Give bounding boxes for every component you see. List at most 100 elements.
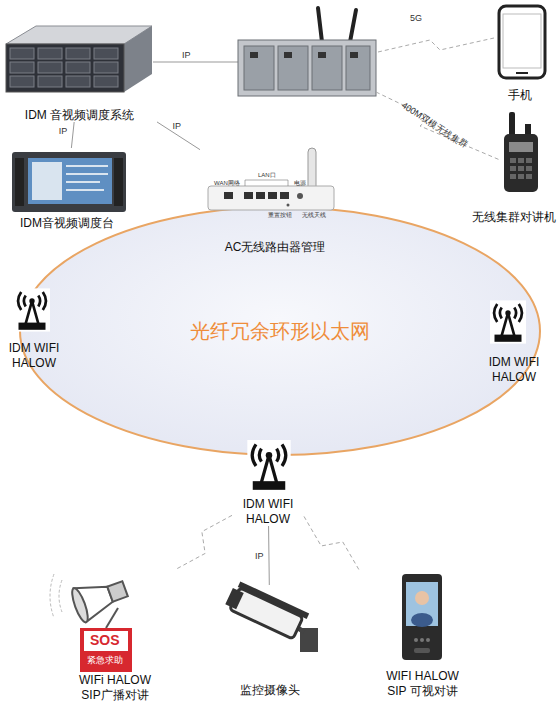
intercom-illustration: [402, 574, 442, 660]
device-node: IDM WIFI HALOW: [0, 286, 68, 370]
ip-link: [268, 526, 270, 585]
screen-line: [66, 189, 104, 191]
sound-wave: [50, 574, 54, 618]
edge-label: IP: [59, 127, 68, 136]
sos-window: [84, 631, 128, 651]
drive-bay: [94, 76, 118, 87]
radio-illustration: [504, 112, 538, 192]
camera-body: [229, 588, 303, 639]
device-node: 监控摄像头: [215, 585, 325, 697]
node-label: WIFI HALOW SIP 可视对讲: [378, 669, 468, 698]
lan-port: [244, 192, 253, 199]
device-node: IDM WIFI HALOW: [232, 436, 304, 526]
screen-line: [66, 165, 108, 167]
drive-bay: [66, 76, 90, 87]
node-label: IDM音视频调度台: [20, 216, 114, 230]
console-body: [12, 152, 126, 212]
node-label: 手机: [508, 88, 532, 102]
device-node: IDM 音视频调度系统: [2, 22, 157, 122]
device-node: AC无线路由器管理: [200, 142, 350, 254]
radio-antenna: [509, 112, 515, 138]
gateway-chassis: [238, 40, 376, 96]
device-node: 无线集群对讲机: [470, 108, 558, 224]
horn: [69, 572, 131, 624]
call-button: [414, 648, 430, 653]
server-front: [6, 44, 124, 92]
node-label: IDM WIFI HALOW: [480, 355, 548, 384]
radio-knob: [525, 124, 531, 136]
wan-port: [224, 192, 233, 199]
edge-label: IP: [173, 122, 182, 131]
horn-mouth: [69, 587, 91, 624]
radio-screen: [509, 142, 533, 152]
node-label: IDM 音视频调度系统: [25, 108, 134, 122]
device-node: WIFI HALOW SIP 可视对讲: [360, 568, 485, 698]
server-top: [6, 26, 152, 44]
drive-bay: [66, 62, 90, 73]
console-handle: [114, 158, 123, 206]
wireless-link: [304, 516, 360, 571]
grille-dot: [426, 638, 430, 642]
edge-label: IP: [255, 552, 264, 561]
radio-key: [526, 158, 532, 163]
antenna: [350, 10, 356, 42]
wireless-link: [175, 515, 232, 569]
annotation-label: 无线天线: [302, 212, 326, 219]
drive-bay: [38, 48, 62, 59]
ring-title: 光纤冗余环形以太网: [190, 319, 370, 343]
router-illustration: [208, 148, 334, 210]
antenna: [318, 8, 322, 42]
server-side: [124, 26, 152, 92]
radio-key: [510, 166, 516, 171]
gateway-module: [346, 46, 370, 90]
ring-ellipse: [20, 207, 540, 455]
node-label: WIFi HALOW SIP广播对讲: [71, 673, 159, 702]
intercom-body: [402, 574, 442, 660]
horn-cone: [74, 577, 116, 622]
device-node: IDM WIFI HALOW: [476, 296, 552, 384]
screen-panel: [32, 162, 62, 200]
radio-key: [518, 166, 524, 171]
radio-key: [526, 174, 532, 179]
gateway-module: [278, 46, 308, 90]
radio-key: [510, 158, 516, 163]
annotation-label: 5G: [410, 14, 422, 24]
annotation-label: WAN网络: [214, 180, 240, 187]
bracket: [245, 180, 288, 186]
sos-sign: [80, 628, 132, 672]
annotation-label: LAN口: [258, 172, 276, 179]
grille-dot: [420, 638, 424, 642]
annotation-label: 400M双模无线集群: [399, 101, 469, 151]
radio-key: [518, 174, 524, 179]
horn-pole: [106, 608, 118, 628]
port: [318, 52, 326, 58]
drive-bay: [10, 62, 34, 73]
device-node: 手机: [485, 2, 555, 102]
lan-port: [256, 192, 265, 199]
camera-arm: [286, 620, 304, 632]
drive-bay: [10, 76, 34, 87]
annotation-label: 电源: [294, 180, 306, 187]
ip-link: [71, 122, 74, 148]
device-node: IDM音视频调度台: [2, 148, 132, 230]
console-illustration: [12, 152, 126, 212]
node-label: 监控摄像头: [240, 683, 300, 697]
ip-link: [153, 62, 238, 63]
node-label: IDM WIFI HALOW: [0, 341, 68, 370]
horn-driver: [107, 581, 128, 602]
console-handle: [15, 158, 24, 206]
screen-line: [66, 173, 108, 175]
sos-panel: [80, 628, 132, 672]
lan-port: [280, 192, 289, 199]
annotation-label: SOS: [90, 633, 120, 648]
phone-button: [516, 72, 528, 74]
drive-bay: [10, 48, 34, 59]
node-label: AC无线路由器管理: [225, 240, 326, 254]
drive-bay: [94, 48, 118, 59]
console-screen: [28, 158, 112, 204]
annotation-label: IP: [182, 51, 191, 61]
radio-key: [526, 166, 532, 171]
drive-bay: [66, 48, 90, 59]
node-label: 无线集群对讲机: [472, 210, 556, 224]
